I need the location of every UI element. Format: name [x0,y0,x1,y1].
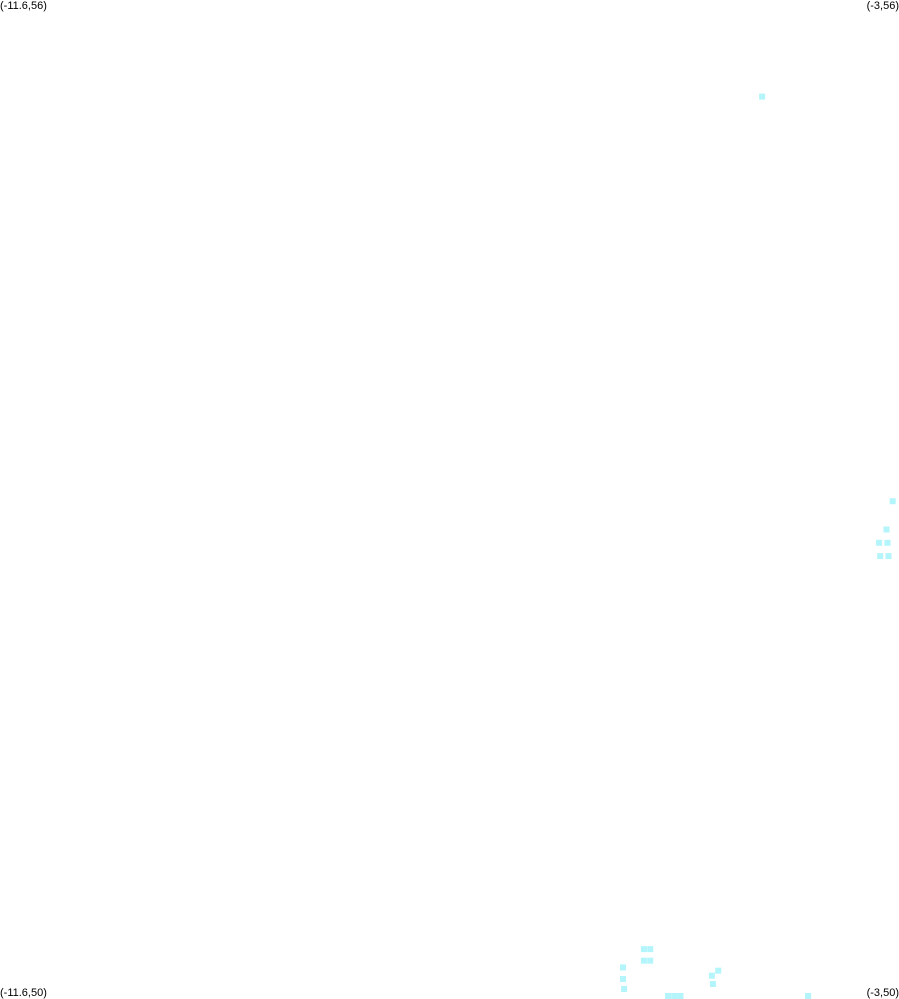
map-point [647,957,654,964]
map-point [640,946,647,953]
map-point [759,93,766,100]
map-point [620,964,626,971]
map-point [708,972,715,979]
corner-label-top-right: (-3,56) [866,0,899,12]
map-point [665,993,671,999]
corner-label-bottom-left: (-11.6,50) [0,987,47,999]
map-point [647,946,654,953]
map-point [883,526,890,533]
map-point [709,981,716,987]
map-point [885,553,892,560]
map-point [805,993,812,999]
points-layer [620,93,896,999]
map-point [620,976,626,982]
map-point [640,957,647,964]
map-point [715,967,722,974]
map-point [889,498,896,505]
map-point [671,993,678,999]
corner-label-top-left: (-11.6,56) [0,0,47,12]
corner-label-bottom-right: (-3,50) [866,987,899,999]
map-point [621,986,628,992]
map-point [877,553,884,560]
map-point [884,539,891,546]
map-point [876,539,883,546]
map-point [677,993,684,999]
